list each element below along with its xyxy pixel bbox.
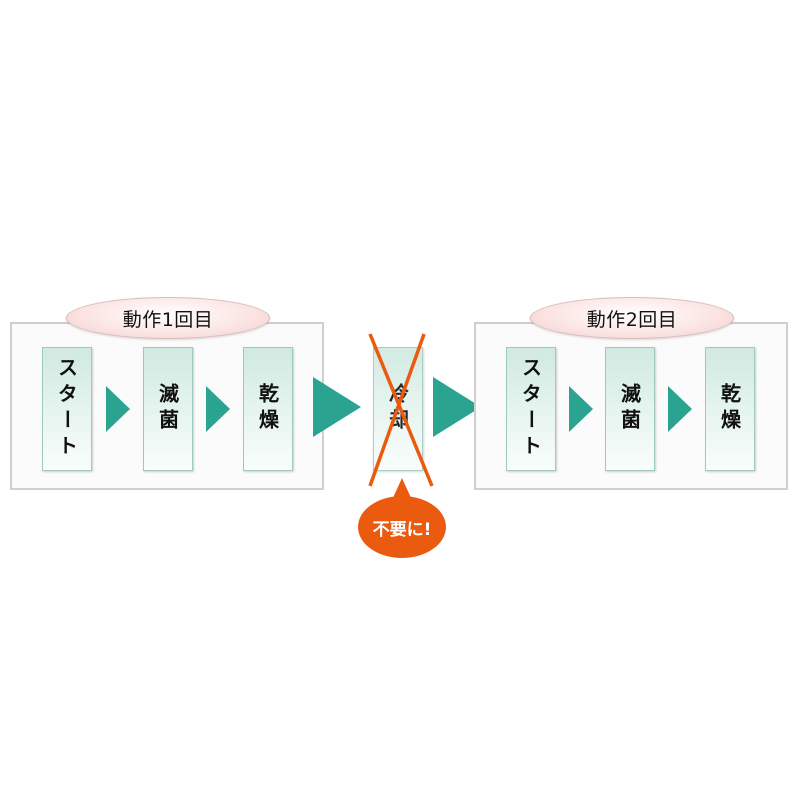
step-start-2-text: スタート [518, 357, 543, 461]
cross-line-2 [368, 333, 426, 487]
step-start-1-text: スタート [54, 357, 79, 461]
step-start-1: スタート [42, 347, 92, 471]
cross-line-1 [368, 333, 434, 487]
step-dry-1: 乾燥 [243, 347, 293, 471]
step-sterilize-2: 滅菌 [605, 347, 655, 471]
arrow-5-shape [569, 386, 593, 432]
arrow-2-shape [206, 386, 230, 432]
badge-pointer [392, 478, 412, 500]
not-needed-badge-text: 不要に! [372, 519, 432, 540]
arrow-3-shape [313, 377, 361, 437]
arrow-4-shape [433, 377, 481, 437]
step-sterilize-1-text: 滅菌 [155, 383, 180, 435]
arrow-1-shape [106, 386, 130, 432]
step-sterilize-1: 滅菌 [143, 347, 193, 471]
not-needed-badge: 不要に! [358, 496, 446, 558]
step-dry-1-text: 乾燥 [255, 383, 280, 435]
cycle-1-label: 動作1回目 [66, 297, 270, 339]
arrow-6-shape [668, 386, 692, 432]
cycle-2-label: 動作2回目 [530, 297, 734, 339]
step-sterilize-2-text: 滅菌 [617, 383, 642, 435]
step-start-2: スタート [506, 347, 556, 471]
step-dry-2: 乾燥 [705, 347, 755, 471]
step-dry-2-text: 乾燥 [717, 383, 742, 435]
cross-out-mark [368, 333, 434, 487]
